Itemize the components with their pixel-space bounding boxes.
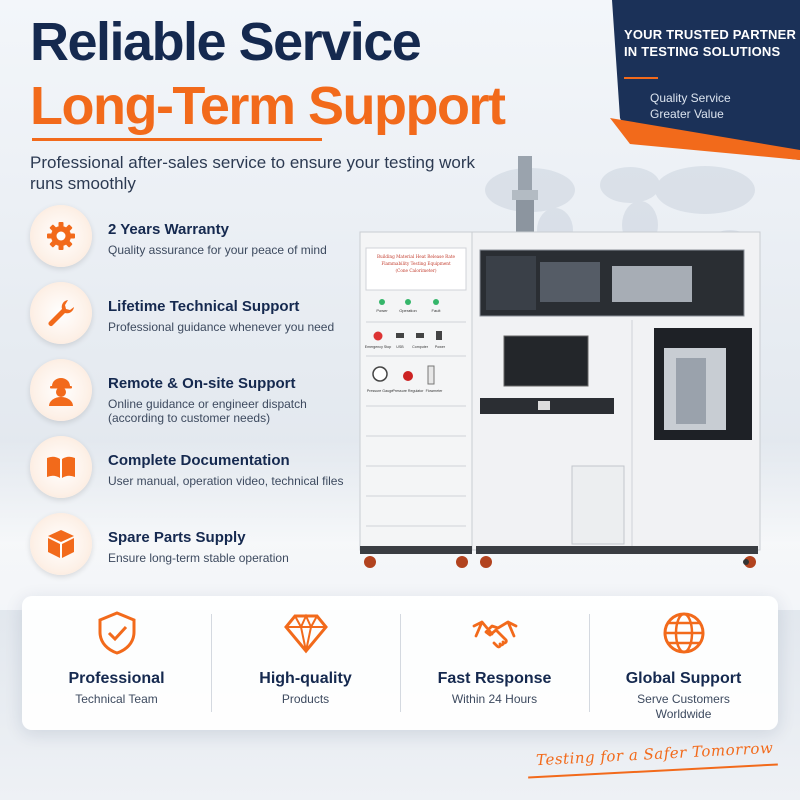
control-label: Computer	[412, 345, 429, 349]
highlight-title: Global Support	[625, 670, 742, 687]
engineer-icon	[30, 359, 92, 421]
corner-title: YOUR TRUSTED PARTNER IN TESTING SOLUTION…	[624, 27, 797, 59]
gauge-label: Pressure Regulator	[393, 389, 425, 393]
feature-desc: Ensure long-term stable operation	[108, 551, 289, 565]
highlight-sub: Within 24 Hours	[451, 692, 538, 706]
highlight-title: Professional	[68, 670, 165, 687]
control-label: Emergency Stop	[365, 345, 392, 349]
divider	[400, 614, 401, 712]
lamp-label: Operation	[399, 308, 417, 313]
gear-icon	[30, 205, 92, 267]
highlight-sub: Technical Team	[75, 692, 158, 706]
diamond-icon	[284, 613, 328, 654]
headline-secondary: Long-Term Support	[30, 76, 506, 136]
corner-divider	[624, 77, 658, 79]
divider	[211, 614, 212, 712]
corner-banner	[600, 0, 800, 160]
feature-item-remote-support: Remote & On-site Support Online guidance…	[30, 359, 360, 436]
feature-title: 2 Years Warranty	[108, 221, 229, 238]
machine-label: Building Material Heat Release Rate	[377, 254, 456, 259]
corner-line-1: Quality Service	[650, 91, 731, 105]
wrench-icon	[30, 282, 92, 344]
feature-desc: Professional guidance whenever you need	[108, 320, 335, 334]
control-label: USB	[396, 345, 404, 349]
gauge-label: Pressure Gauge	[367, 389, 393, 393]
feature-desc: User manual, operation video, technical …	[108, 474, 344, 488]
feature-item-technical-support: Lifetime Technical Support Professional …	[30, 282, 360, 359]
corner-subtext: Quality Service Greater Value	[650, 90, 731, 122]
highlights-panel: Professional Technical Team High-quality…	[22, 596, 778, 730]
highlight-professional: Professional Technical Team	[22, 596, 211, 730]
divider	[589, 614, 590, 712]
handshake-icon	[472, 620, 518, 649]
globe-icon	[663, 612, 705, 654]
shield-check-icon	[98, 611, 136, 655]
highlight-sub: Serve Customers Worldwide	[637, 692, 730, 721]
lamp-label: Fault	[432, 308, 442, 313]
feature-title: Lifetime Technical Support	[108, 298, 300, 315]
feature-title: Complete Documentation	[108, 452, 290, 469]
machine-label: (Cone Calorimeter)	[395, 268, 436, 273]
feature-list: 2 Years Warranty Quality assurance for y…	[30, 205, 360, 590]
feature-desc: Quality assurance for your peace of mind	[108, 243, 327, 257]
headline-primary: Reliable Service	[30, 12, 422, 72]
lamp-label: Power	[376, 308, 388, 313]
feature-item-warranty: 2 Years Warranty Quality assurance for y…	[30, 205, 360, 282]
feature-item-spare-parts: Spare Parts Supply Ensure long-term stab…	[30, 513, 360, 590]
cone-calorimeter-machine: Building Material Heat Release Rate Flam…	[359, 156, 761, 568]
feature-desc: Online guidance or engineer dispatch (ac…	[108, 397, 307, 425]
highlight-title: High-quality	[259, 670, 352, 687]
box-icon	[30, 513, 92, 575]
highlight-quality: High-quality Products	[211, 596, 400, 730]
feature-item-documentation: Complete Documentation User manual, oper…	[30, 436, 360, 513]
highlight-response: Fast Response Within 24 Hours	[400, 596, 589, 730]
corner-line-2: Greater Value	[650, 107, 724, 121]
highlight-title: Fast Response	[437, 670, 552, 687]
subtitle: Professional after-sales service to ensu…	[30, 153, 476, 193]
feature-title: Spare Parts Supply	[108, 529, 246, 546]
book-icon	[30, 436, 92, 498]
feature-title: Remote & On-site Support	[108, 375, 296, 392]
gauge-label: Flowmeter	[426, 389, 444, 393]
headline-underline	[32, 138, 322, 141]
machine-label: Flammability Testing Equipment	[381, 261, 451, 266]
highlight-global: Global Support Serve Customers Worldwide	[589, 596, 778, 730]
control-label: Power	[435, 345, 446, 349]
highlight-sub: Products	[281, 692, 330, 706]
